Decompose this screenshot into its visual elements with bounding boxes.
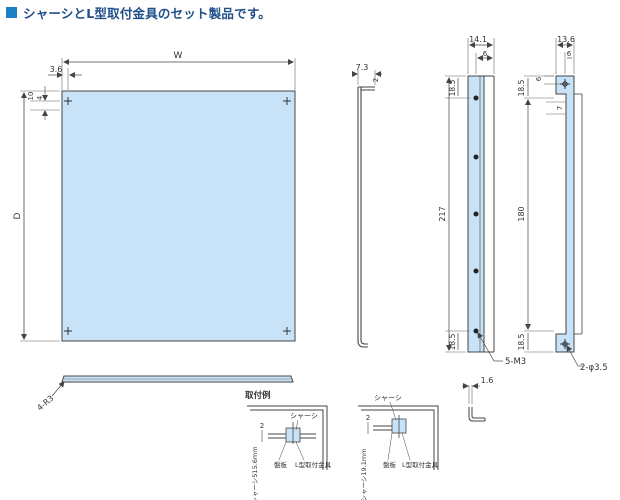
dim-bracket-b-inner: 6 [567, 50, 572, 58]
dim-bracket-b-small: 6 [535, 76, 543, 81]
mounting-example-right: 2 シャーシ 盤板 L型取付金具 シャーシ19.1mm [358, 394, 439, 500]
dim-w: W [174, 51, 183, 61]
header-bullet-icon [6, 6, 17, 18]
mount-left-chassis-label: シャーシ [290, 412, 318, 420]
mount-left-panel-label: 盤板 [274, 460, 288, 469]
bracket-b-hole-callout: 2-φ3.5 [580, 363, 608, 373]
dim-corner-radius: 4-R3 [35, 394, 55, 413]
dim-slot-ten: 10 [27, 92, 35, 101]
dim-bracket-a-end-bottom: 18.5 [448, 333, 457, 350]
dim-bracket-a-width: 14.1 [469, 35, 487, 44]
dim-bracket-b-width: 13.6 [557, 35, 575, 44]
bracket-a-hole-callout: 5-M3 [505, 357, 526, 367]
dim-bracket-a-length: 217 [438, 206, 447, 221]
dim-bracket-b-length: 180 [517, 206, 526, 221]
mounting-title: 取付例 [245, 390, 271, 401]
chassis-slot-bottom-left [64, 327, 72, 335]
dim-l-thickness: 1.6 [481, 376, 494, 385]
dim-bracket-b-end-top: 18.5 [517, 79, 526, 96]
dim-top-offset: 4 [36, 95, 44, 100]
dim-side-thickness: 7.3 [356, 63, 369, 72]
bracket-b-view: 13.6 6 6 7 18.5 180 18.5 2-φ3.5 [517, 35, 608, 373]
bracket-b-holes [560, 79, 570, 349]
bracket-b-body [555, 75, 575, 353]
page-title: シャーシとL型取付金具のセット製品です。 [23, 5, 271, 21]
mount-right-chassis-label: シャーシ [374, 394, 402, 402]
mount-left-side-dim: シャーシ515.6mm [251, 446, 259, 500]
bracket-a-view: 14.1 6 18.5 217 18.5 5-M3 [438, 35, 526, 367]
chassis-slot-top-right [283, 97, 291, 105]
chassis-bottom-view: 4-R3 [35, 375, 294, 413]
chassis-plate [61, 90, 296, 342]
dim-bracket-a-end-top: 18.5 [448, 79, 457, 96]
mount-left-dim: 2 [260, 422, 264, 430]
mount-right-dim: 2 [366, 414, 370, 422]
chassis-slot-bottom-right [283, 327, 291, 335]
dim-left-offset: 3.6 [50, 65, 63, 74]
chassis-front-view: W 3.6 D 10 4 [13, 51, 296, 342]
dim-bracket-b-slot: 7 [556, 106, 564, 110]
dim-bracket-b-end-bottom: 18.5 [517, 333, 526, 350]
dim-bracket-a-inner: 6 [483, 50, 488, 58]
l-profile-view: 1.6 [462, 376, 494, 422]
chassis-side-view: 7.3 2 [352, 63, 382, 348]
mount-right-panel-label: 盤板 [383, 460, 397, 469]
page-header: シャーシとL型取付金具のセット製品です。 [6, 3, 271, 21]
mount-left-bracket-label: L型取付金具 [295, 460, 332, 469]
chassis-slot-top-left [64, 97, 72, 105]
dim-side-flange: 2 [372, 78, 380, 82]
mounting-example-left: 2 シャーシ 盤板 L型取付金具 シャーシ515.6mm [247, 405, 332, 500]
mount-right-bracket-label: L型取付金具 [402, 460, 439, 469]
dim-d: D [13, 212, 23, 219]
mount-right-side-dim: シャーシ19.1mm [360, 448, 368, 500]
bracket-a-holes [473, 95, 479, 334]
